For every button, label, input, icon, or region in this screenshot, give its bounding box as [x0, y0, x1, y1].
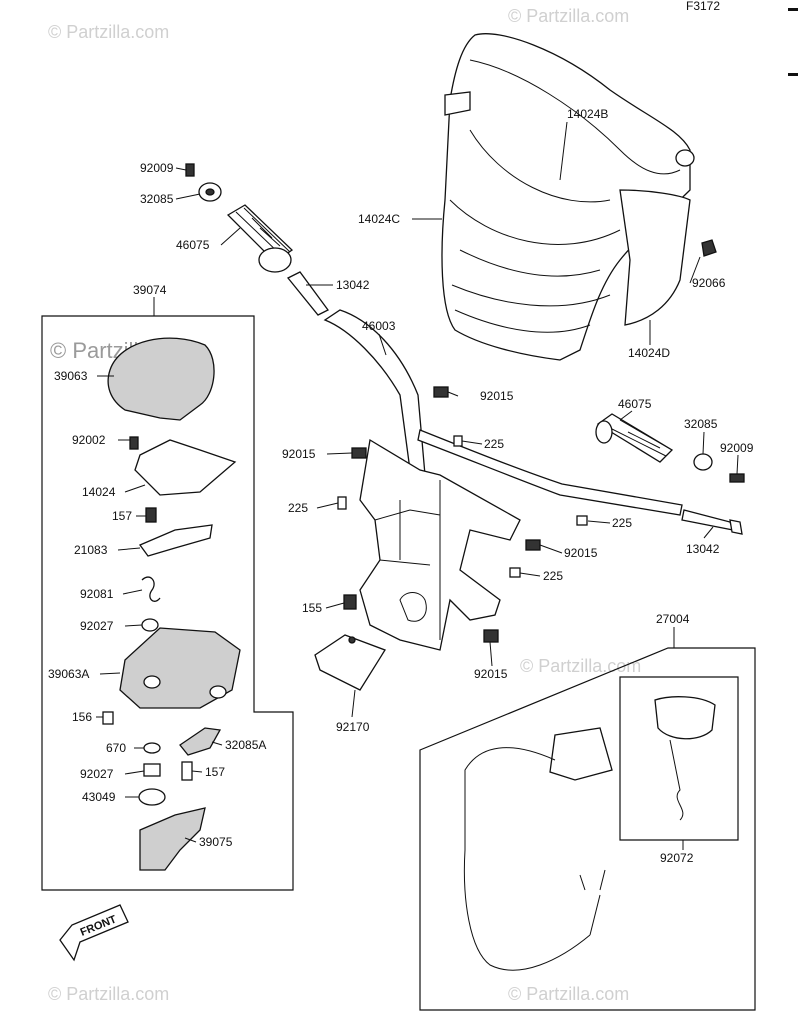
part-labels: 14024B 14024C 92066 14024D 92009 32085 4…: [48, 107, 754, 865]
switch-body: [549, 727, 613, 781]
label-32085A: 32085A: [225, 738, 266, 752]
washer-32085-right: [693, 453, 713, 471]
label-92066: 92066: [692, 276, 726, 290]
label-225-b: 225: [288, 501, 308, 515]
end-13042-right: [681, 509, 735, 531]
label-92072: 92072: [660, 851, 694, 865]
label-92027-a: 92027: [80, 619, 114, 633]
label-14024D: 14024D: [628, 346, 670, 360]
label-92170: 92170: [336, 720, 370, 734]
lanyard-clip: [654, 696, 716, 740]
label-92002: 92002: [72, 433, 106, 447]
throttle-case-group: [41, 315, 294, 891]
label-92081: 92081: [80, 587, 114, 601]
label-13042-right: 13042: [686, 542, 720, 556]
label-155: 155: [302, 601, 322, 615]
screw-157-a: [145, 507, 157, 523]
label-39075: 39075: [199, 835, 233, 849]
bolt-225-b: [337, 496, 347, 510]
bolt-155: [343, 594, 357, 610]
label-14024C: 14024C: [358, 212, 400, 226]
label-92015-a: 92015: [480, 389, 514, 403]
case-cover-39063: [107, 337, 215, 421]
end-13042-top: [286, 271, 329, 316]
nut-92015-a: [433, 386, 449, 398]
cowl-side-panel: [619, 189, 691, 326]
oring-670: [143, 742, 161, 754]
figure-code: F3172: [686, 0, 720, 13]
watermark-1: © Partzilla.com: [48, 22, 169, 42]
lever-39075: [139, 807, 206, 871]
bolt-157-b: [181, 761, 193, 781]
label-46075-right: 46075: [618, 397, 652, 411]
label-32085-top: 32085: [140, 192, 174, 206]
bolt-225-d: [509, 567, 521, 578]
ring-92027-b: [143, 763, 161, 777]
screw-92009-right: [729, 473, 745, 483]
throttle-case-box: [41, 315, 294, 891]
label-156: 156: [72, 710, 92, 724]
stop-switch-box: [419, 647, 756, 1011]
label-27004: 27004: [656, 612, 690, 626]
ring-92027-a: [141, 618, 159, 632]
label-43049: 43049: [82, 790, 116, 804]
seal-43049: [138, 788, 166, 806]
watermark-2: © Partzilla.com: [508, 6, 629, 26]
label-39063A: 39063A: [48, 667, 89, 681]
label-92009-top: 92009: [140, 161, 174, 175]
handlebar-assembly: [314, 309, 743, 691]
lanyard-box: [619, 676, 739, 841]
watermark-6: © Partzilla.com: [508, 984, 629, 1004]
label-46075-top: 46075: [176, 238, 210, 252]
cover-32085A: [179, 727, 222, 756]
stop-switch-group: [419, 647, 756, 1011]
nut-92015-b: [351, 447, 367, 459]
label-92027-b: 92027: [80, 767, 114, 781]
label-13042-top: 13042: [336, 278, 370, 292]
screw-92009-top: [185, 163, 195, 177]
spring-92081: [141, 576, 161, 602]
handlebar-right: [417, 429, 683, 516]
label-46003: 46003: [362, 319, 396, 333]
label-32085-right: 32085: [684, 417, 718, 431]
nut-92015-d: [483, 629, 499, 643]
label-225-d: 225: [543, 569, 563, 583]
bolt-156: [102, 711, 114, 725]
bolt-225-a: [453, 435, 463, 447]
label-225-a: 225: [484, 437, 504, 451]
cowl-assembly: [441, 33, 717, 361]
label-39063: 39063: [54, 369, 88, 383]
front-arrow: FRONT: [59, 904, 129, 962]
label-157-b: 157: [205, 765, 225, 779]
label-157-a: 157: [112, 509, 132, 523]
label-92015-b: 92015: [282, 447, 316, 461]
watermark-5: © Partzilla.com: [48, 984, 169, 1004]
lever-21083: [138, 524, 213, 557]
grommet-92066: [701, 239, 717, 257]
screw-92002: [129, 436, 139, 450]
label-92015-d: 92015: [474, 667, 508, 681]
gasket-14024: [134, 439, 237, 496]
label-14024: 14024: [82, 485, 116, 499]
leader-lines: [96, 121, 739, 850]
bolt-225-c: [576, 515, 588, 526]
label-21083: 21083: [74, 543, 108, 557]
label-225-c: 225: [612, 516, 632, 530]
right-grip-parts: [595, 413, 745, 483]
left-grip-parts: [185, 163, 329, 316]
bracket-92170: [314, 634, 386, 691]
label-39074: 39074: [133, 283, 167, 297]
label-670: 670: [106, 741, 126, 755]
label-92009-right: 92009: [720, 441, 754, 455]
edge-mark-top: [788, 8, 798, 11]
label-14024B: 14024B: [567, 107, 608, 121]
edge-mark-bottom: [788, 73, 798, 76]
nut-92015-c: [525, 539, 541, 551]
label-92015-c: 92015: [564, 546, 598, 560]
